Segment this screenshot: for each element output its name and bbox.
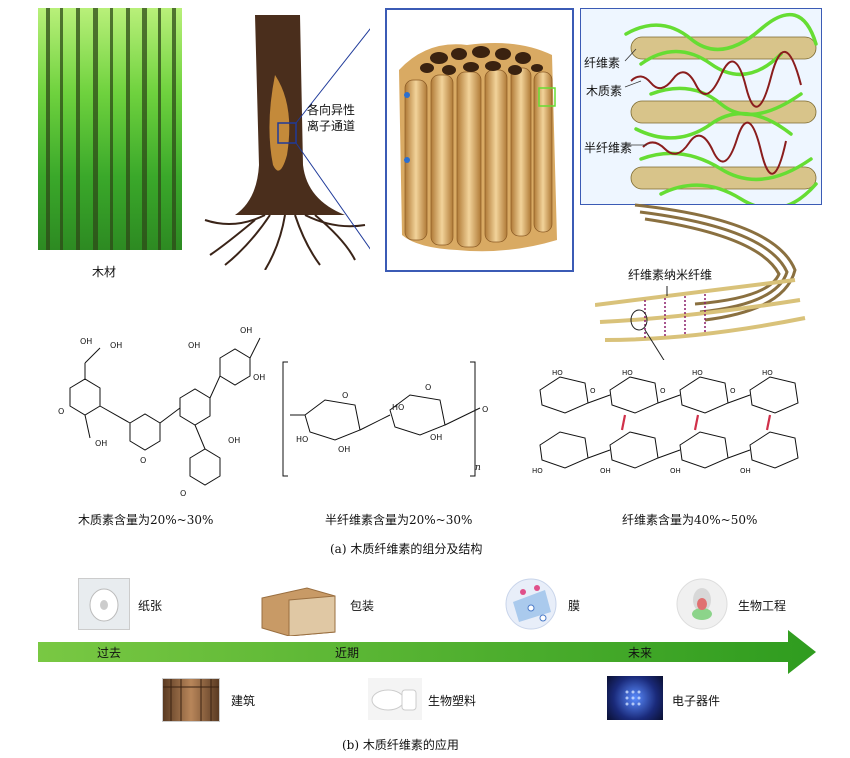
- svg-text:OH: OH: [95, 439, 107, 448]
- svg-text:O: O: [660, 387, 666, 395]
- app-bioplastic: 生物塑料: [428, 694, 477, 708]
- svg-text:OH: OH: [188, 341, 200, 350]
- svg-text:OH: OH: [430, 433, 442, 442]
- svg-text:OH: OH: [240, 326, 252, 335]
- repeat-n: n: [475, 463, 481, 473]
- svg-text:OH: OH: [228, 436, 240, 445]
- caption-a: (a) 木质纤维素的组分及结构: [330, 542, 483, 556]
- app-packaging: 包装: [350, 599, 375, 613]
- svg-text:OH: OH: [110, 341, 122, 350]
- cellulose-content: 纤维素含量为40%~50%: [622, 513, 758, 527]
- tree-trunk-illustration: [204, 15, 370, 270]
- microfibril-illustration: [624, 12, 818, 211]
- app-architecture: 建筑: [231, 694, 256, 708]
- timeline-past: 过去: [97, 646, 122, 660]
- label-cellulose: 纤维素: [584, 56, 621, 70]
- electronics-thumb: [607, 676, 663, 720]
- architecture-thumb: [162, 678, 220, 722]
- bioplastic-thumb: [368, 678, 422, 720]
- channel-label-1: 各向异性: [307, 103, 356, 117]
- wood-cell-illustration: [399, 42, 557, 252]
- svg-text:HO: HO: [762, 369, 773, 377]
- svg-text:O: O: [482, 405, 488, 414]
- lignin-content: 木质素含量为20%~30%: [78, 513, 214, 527]
- label-hemicellulose: 半纤维素: [584, 141, 633, 155]
- svg-text:O: O: [425, 383, 431, 392]
- svg-text:HO: HO: [692, 369, 703, 377]
- svg-text:HO: HO: [296, 435, 308, 444]
- app-paper: 纸张: [138, 599, 163, 613]
- svg-text:OH: OH: [600, 467, 611, 475]
- package-box-thumb: [257, 580, 337, 637]
- svg-text:O: O: [590, 387, 596, 395]
- timeline-recent: 近期: [335, 646, 360, 660]
- paper-roll-thumb: [78, 578, 130, 630]
- svg-text:O: O: [342, 391, 348, 400]
- svg-text:O: O: [58, 407, 64, 416]
- svg-text:O: O: [180, 489, 186, 498]
- svg-text:HO: HO: [622, 369, 633, 377]
- wood-cell-frame: [385, 8, 574, 272]
- label-lignin: 木质素: [586, 84, 623, 98]
- timeline-future: 未来: [628, 646, 653, 660]
- timeline-arrow: [38, 630, 816, 674]
- microfibril-frame: [580, 8, 822, 211]
- svg-text:OH: OH: [80, 337, 92, 346]
- fiber-bundle-illustration: [595, 203, 806, 360]
- svg-text:O: O: [140, 456, 146, 465]
- bioengineering-thumb: [676, 578, 728, 630]
- svg-text:HO: HO: [552, 369, 563, 377]
- wood-label: 木材: [92, 265, 117, 279]
- svg-text:HO: HO: [532, 467, 543, 475]
- svg-text:OH: OH: [740, 467, 751, 475]
- svg-text:OH: OH: [338, 445, 350, 454]
- zoom-box: [277, 122, 297, 144]
- svg-text:OH: OH: [670, 467, 681, 475]
- cellulose-structure: HO HO HO HO O O O HO OH OH OH: [532, 369, 799, 475]
- membrane-thumb: [505, 578, 557, 630]
- app-bioengineering: 生物工程: [738, 599, 787, 613]
- channel-label-2: 离子通道: [307, 119, 356, 133]
- hemicellulose-structure: HO OH O HO O OH O: [282, 361, 488, 477]
- caption-b: (b) 木质纤维素的应用: [342, 738, 459, 752]
- forest-photo: [38, 8, 182, 250]
- nanofiber-label: 纤维素纳米纤维: [628, 268, 713, 282]
- svg-text:O: O: [730, 387, 736, 395]
- hemicellulose-content: 半纤维素含量为20%~30%: [325, 513, 473, 527]
- svg-text:HO: HO: [392, 403, 404, 412]
- lignin-structure: OH OH O OH O OH OH OH O OH: [58, 326, 265, 498]
- app-membrane: 膜: [568, 599, 581, 613]
- svg-text:OH: OH: [253, 373, 265, 382]
- app-electronics: 电子器件: [672, 694, 721, 708]
